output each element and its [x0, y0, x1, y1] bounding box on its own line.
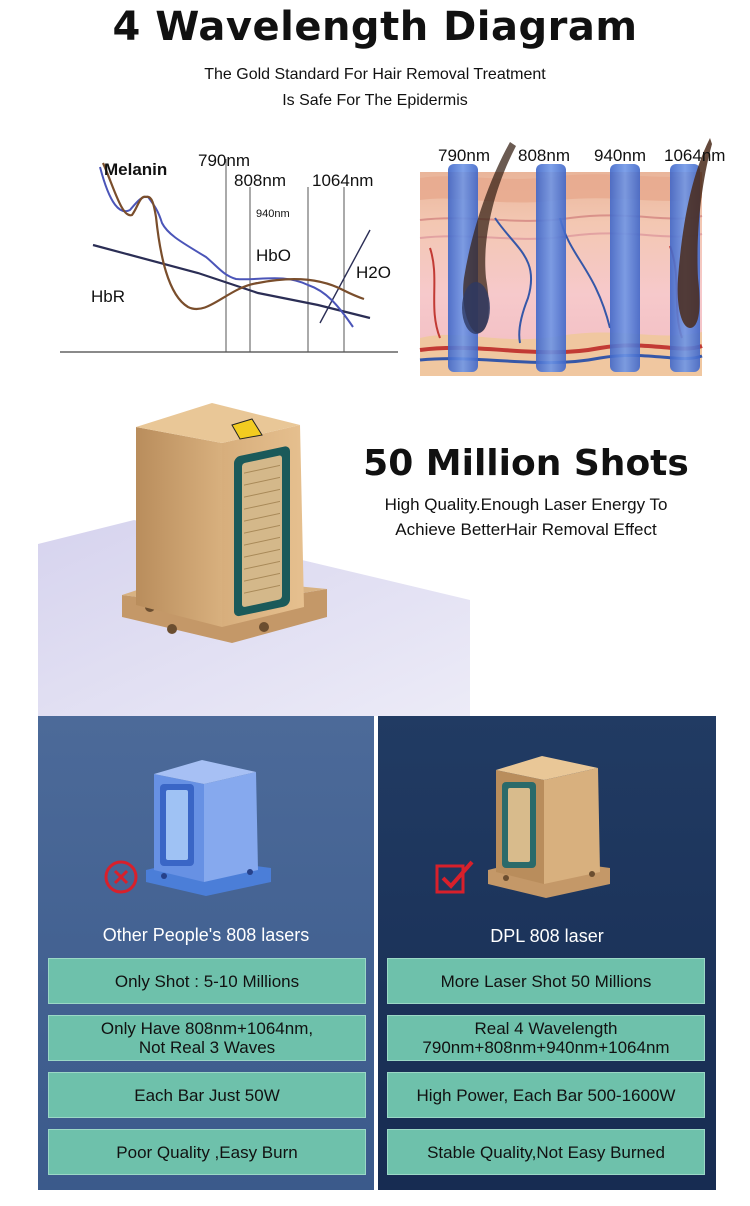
right-feature-2-line-1: Real 4 Wavelength	[474, 1019, 618, 1038]
cross-label-808: 808nm	[518, 146, 570, 165]
shots-title: 50 Million Shots	[363, 443, 689, 484]
right-panel-title: DPL 808 laser	[490, 926, 604, 946]
absorption-graph: Melanin 790nm 808nm 1064nm 940nm HbO H2O…	[60, 151, 398, 353]
left-feature-4: Poor Quality ,Easy Burn	[48, 1129, 366, 1175]
hbo-curve	[99, 166, 354, 328]
page-title: 4 Wavelength Diagram	[112, 4, 638, 50]
right-feature-2: Real 4 Wavelength 790nm+808nm+940nm+1064…	[387, 1015, 705, 1061]
cross-circle-icon	[104, 860, 138, 894]
h2o-curve	[319, 229, 371, 324]
subtitle-line-1: The Gold Standard For Hair Removal Treat…	[204, 66, 546, 83]
label-790: 790nm	[198, 151, 250, 170]
blue-laser-module-image	[146, 760, 271, 896]
right-feature-4: Stable Quality,Not Easy Burned	[387, 1129, 705, 1175]
left-feature-2-line-1: Only Have 808nm+1064nm,	[100, 1019, 314, 1038]
right-feature-2-line-2: 790nm+808nm+940nm+1064nm	[422, 1038, 670, 1057]
left-feature-1: Only Shot : 5-10 Millions	[48, 958, 366, 1004]
shots-line-2: Achieve BetterHair Removal Effect	[395, 520, 657, 539]
label-808: 808nm	[234, 171, 286, 190]
shots-line-1: High Quality.Enough Laser Energy To	[384, 495, 668, 514]
check-box-icon	[435, 860, 474, 894]
left-feature-2: Only Have 808nm+1064nm, Not Real 3 Waves	[48, 1015, 366, 1061]
label-940: 940nm	[256, 208, 290, 220]
hbo-label: HbO	[256, 246, 291, 265]
skin-cross-section-image: 790nm 808nm 940nm 1064nm	[419, 128, 725, 376]
melanin-curve	[101, 162, 365, 310]
right-feature-3: High Power, Each Bar 500-1600W	[387, 1072, 705, 1118]
cross-label-790: 790nm	[438, 146, 490, 165]
laser-module-image	[122, 403, 327, 643]
hbr-label: HbR	[91, 287, 125, 306]
gold-laser-module-image	[488, 756, 610, 898]
left-panel-title: Other People's 808 lasers	[102, 925, 310, 945]
label-1064: 1064nm	[312, 171, 373, 190]
subtitle-line-2: Is Safe For The Epidermis	[282, 92, 468, 109]
melanin-label: Melanin	[104, 160, 167, 179]
cross-label-940: 940nm	[594, 146, 646, 165]
cross-label-1064: 1064nm	[664, 146, 725, 165]
h2o-label: H2O	[356, 263, 391, 282]
panel-divider	[374, 716, 378, 1190]
right-feature-1: More Laser Shot 50 Millions	[387, 958, 705, 1004]
left-feature-2-line-2: Not Real 3 Waves	[138, 1038, 276, 1057]
left-feature-3: Each Bar Just 50W	[48, 1072, 366, 1118]
